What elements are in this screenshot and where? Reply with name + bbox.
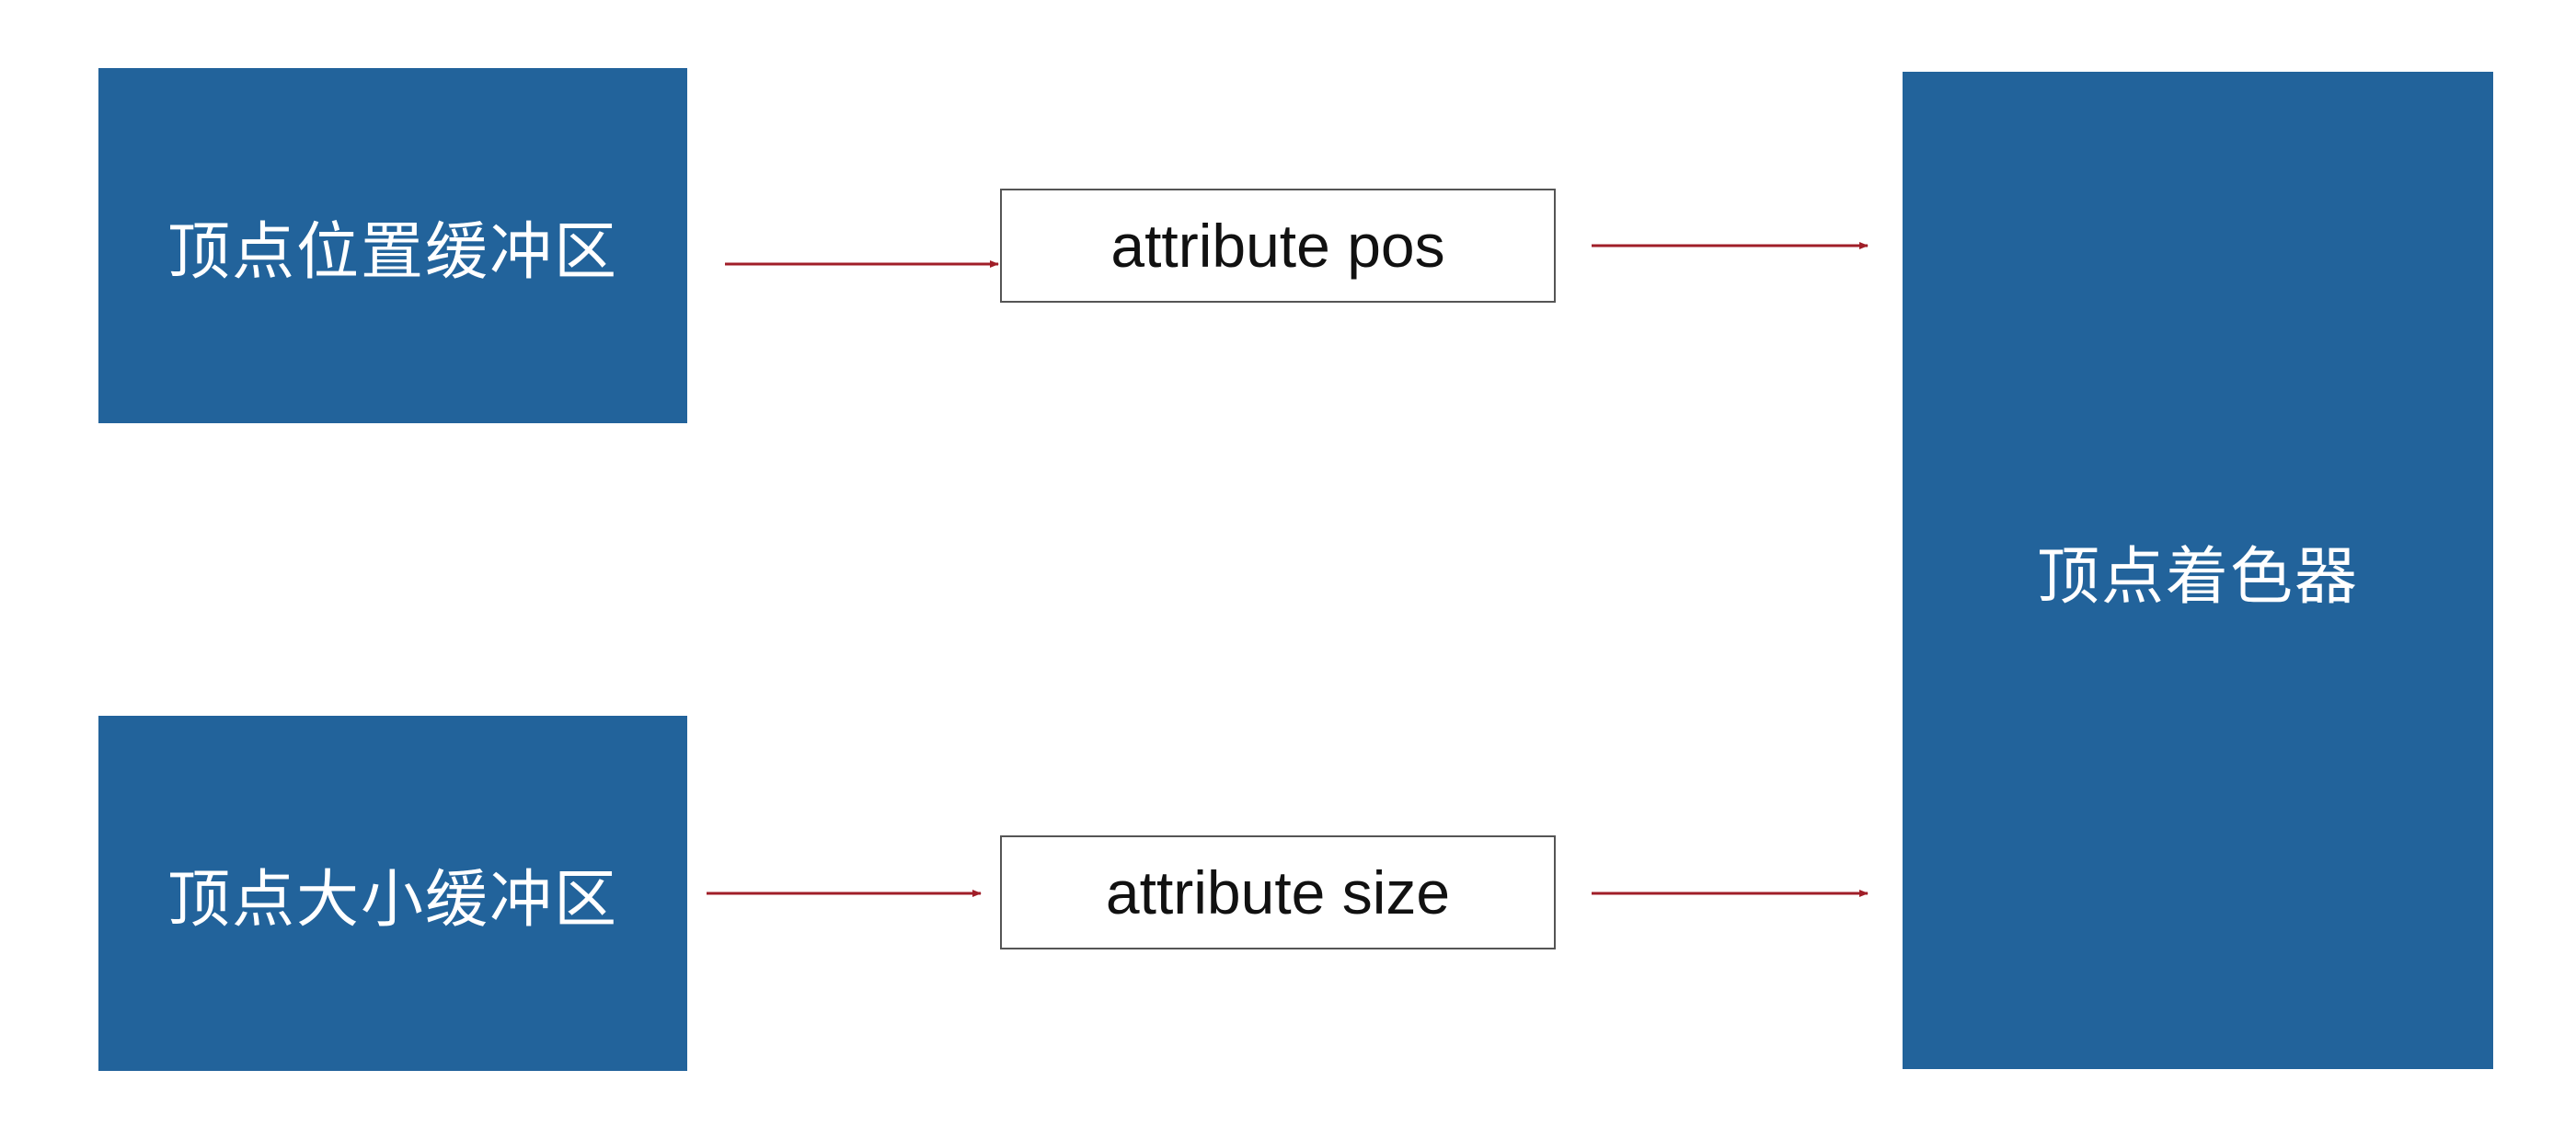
attribute-size-box: attribute size — [1000, 835, 1556, 949]
vertex-shader-box: 顶点着色器 — [1903, 72, 2493, 1069]
attribute-pos-label: attribute pos — [1110, 212, 1445, 280]
vertex-size-buffer-box: 顶点大小缓冲区 — [98, 716, 687, 1071]
vertex-shader-label: 顶点着色器 — [2036, 540, 2359, 614]
attribute-pos-box: attribute pos — [1000, 189, 1556, 303]
vertex-position-buffer-label: 顶点位置缓冲区 — [167, 215, 618, 289]
vertex-position-buffer-box: 顶点位置缓冲区 — [98, 68, 687, 423]
vertex-size-buffer-label: 顶点大小缓冲区 — [167, 863, 618, 937]
attribute-size-label: attribute size — [1105, 858, 1451, 926]
